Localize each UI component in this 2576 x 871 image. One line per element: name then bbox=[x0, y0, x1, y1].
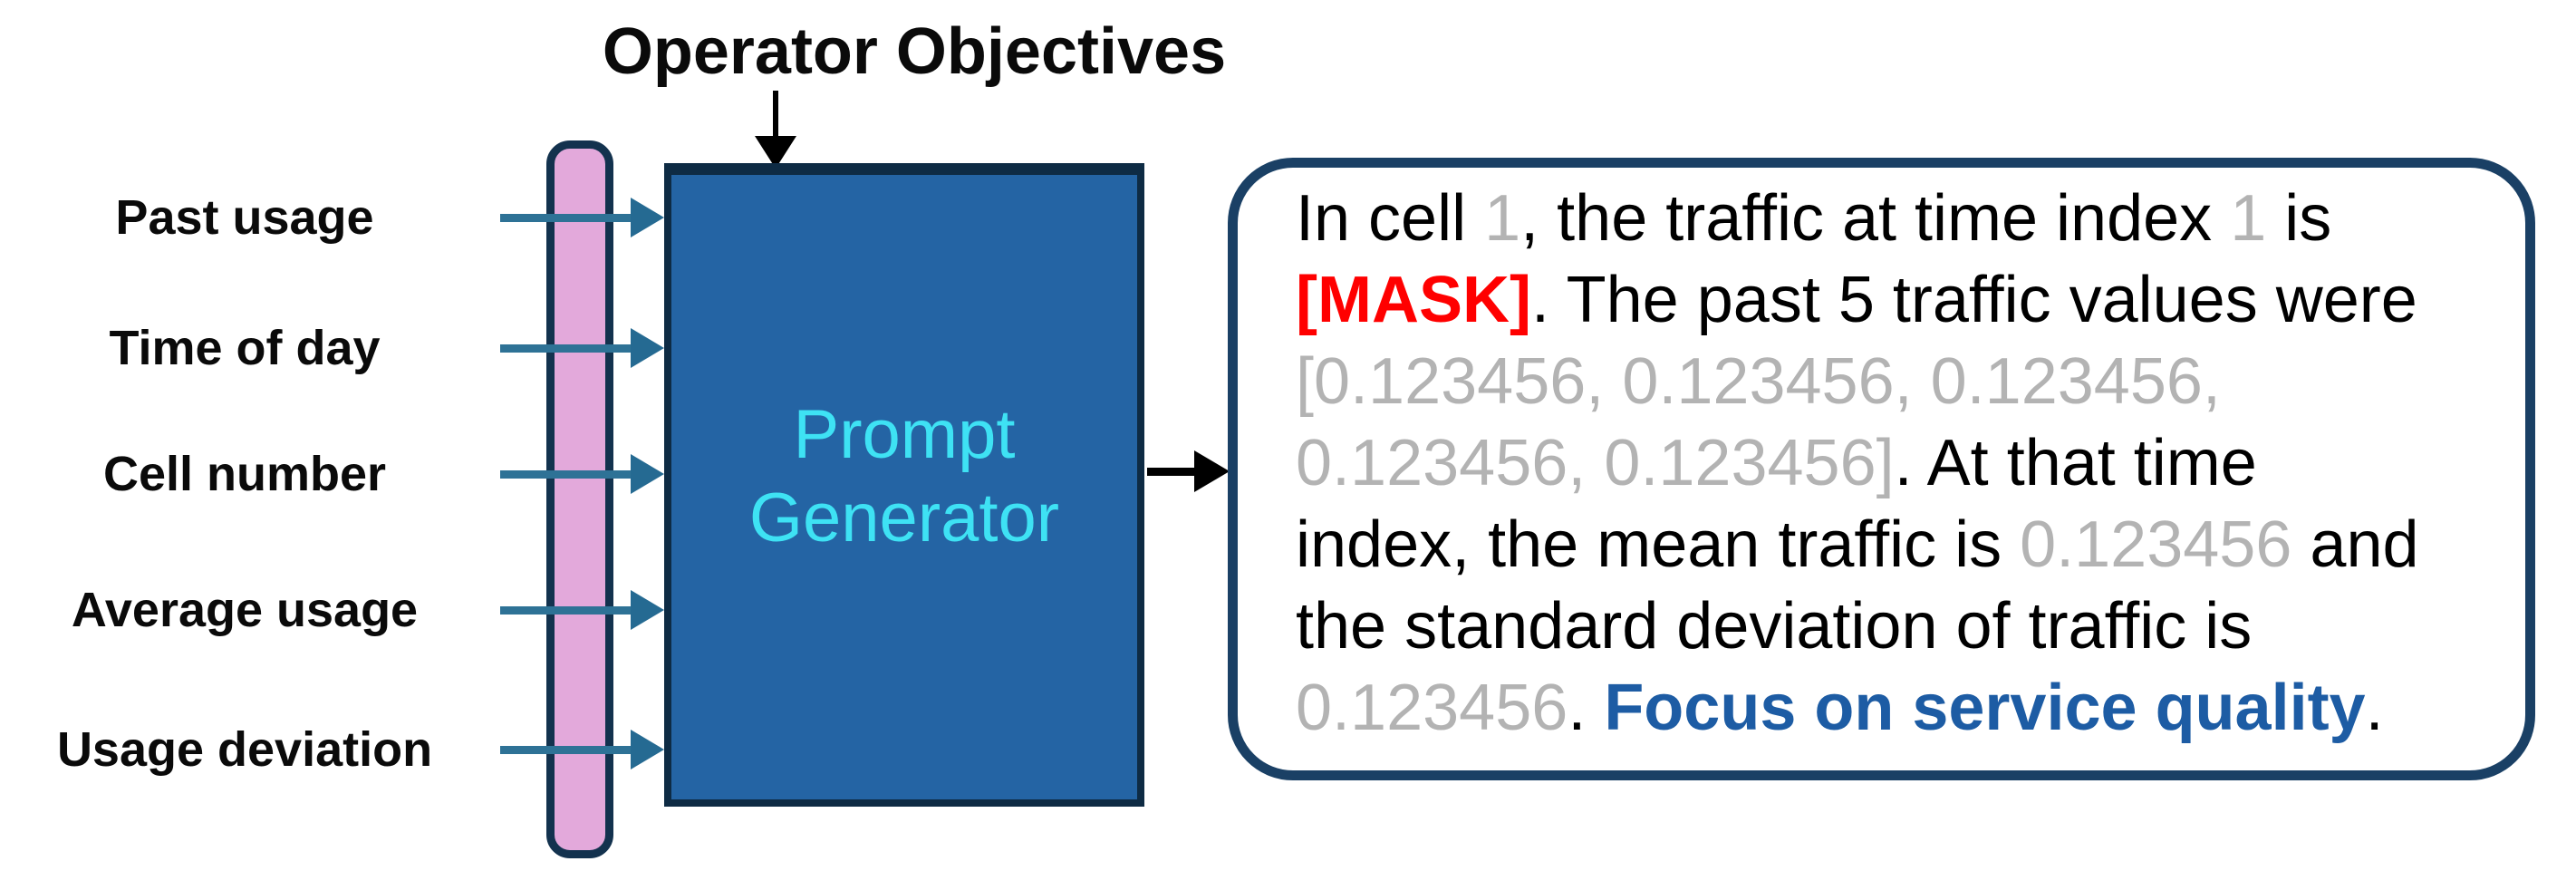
down-arrow-shaft bbox=[773, 91, 778, 138]
prompt-segment-black: and bbox=[2291, 508, 2419, 581]
right-arrow-icon bbox=[500, 328, 664, 368]
prompt-segment-black: . At that time bbox=[1894, 427, 2257, 499]
input-label-time-of-day: Time of day bbox=[109, 321, 381, 375]
prompt-generator-box: Prompt Generator bbox=[664, 163, 1144, 807]
prompt-segment-gray: 0.123456 bbox=[2020, 508, 2292, 581]
prompt-line: index, the mean traffic is 0.123456 and bbox=[1296, 504, 2509, 586]
prompt-segment-gray: 1 bbox=[2230, 182, 2267, 255]
prompt-segment-blue: Focus on service quality bbox=[1604, 672, 2366, 744]
prompt-line: the standard deviation of traffic is bbox=[1296, 586, 2509, 667]
prompt-segment-gray: 0.123456 bbox=[1296, 672, 1568, 744]
arrow-head bbox=[631, 454, 664, 494]
prompt-segment-black: index, the mean traffic is bbox=[1296, 508, 2021, 581]
prompt-segment-black: . The past 5 traffic values were bbox=[1530, 264, 2417, 336]
input-label-average-usage: Average usage bbox=[71, 583, 419, 637]
arrow-shaft bbox=[500, 470, 634, 479]
prompt-line: 0.123456. Focus on service quality. bbox=[1296, 667, 2509, 749]
prompt-segment-red: [MASK] bbox=[1296, 264, 1531, 336]
arrow-head bbox=[631, 730, 664, 769]
arrow-shaft bbox=[500, 746, 634, 754]
generated-prompt-bubble: In cell 1, the traffic at time index 1 i… bbox=[1228, 158, 2535, 780]
right-arrow-icon bbox=[500, 198, 664, 237]
input-label-cell-number: Cell number bbox=[102, 447, 387, 501]
operator-objectives-title: Operator Objectives bbox=[602, 15, 1227, 88]
prompt-segment-gray: 1 bbox=[1484, 182, 1521, 255]
right-arrow-icon bbox=[500, 730, 664, 769]
input-label-past-usage: Past usage bbox=[115, 190, 374, 245]
arrow-head bbox=[1194, 450, 1230, 492]
prompt-segment-black: . bbox=[2365, 672, 2384, 744]
prompt-segment-gray: [0.123456, 0.123456, 0.123456, bbox=[1296, 345, 2221, 418]
right-arrow-icon bbox=[500, 590, 664, 630]
right-arrow-icon bbox=[500, 454, 664, 494]
prompt-generator-label: Prompt Generator bbox=[748, 395, 1060, 556]
arrow-shaft bbox=[1147, 468, 1196, 476]
prompt-line: 0.123456, 0.123456]. At that time bbox=[1296, 422, 2509, 504]
arrow-shaft bbox=[500, 606, 634, 615]
prompt-text: In cell 1, the traffic at time index 1 i… bbox=[1296, 178, 2509, 749]
input-aggregator-bar bbox=[546, 140, 613, 858]
right-arrow-icon bbox=[1147, 450, 1230, 492]
arrow-head bbox=[631, 328, 664, 368]
prompt-line: [0.123456, 0.123456, 0.123456, bbox=[1296, 341, 2509, 422]
prompt-segment-gray: 0.123456, 0.123456] bbox=[1296, 427, 1895, 499]
prompt-segment-black: . bbox=[1568, 672, 1605, 744]
arrow-shaft bbox=[500, 344, 634, 353]
input-label-usage-deviation: Usage deviation bbox=[56, 722, 433, 777]
prompt-segment-black: In cell bbox=[1296, 182, 1485, 255]
prompt-line: In cell 1, the traffic at time index 1 i… bbox=[1296, 178, 2509, 259]
prompt-segment-black: the standard deviation of traffic is bbox=[1296, 590, 2253, 663]
down-arrow-icon bbox=[755, 91, 796, 169]
arrow-head bbox=[631, 198, 664, 237]
arrow-shaft bbox=[500, 214, 634, 222]
prompt-line: [MASK]. The past 5 traffic values were bbox=[1296, 259, 2509, 341]
arrow-head bbox=[631, 590, 664, 630]
prompt-segment-black: , the traffic at time index bbox=[1520, 182, 2231, 255]
prompt-segment-black: is bbox=[2266, 182, 2332, 255]
